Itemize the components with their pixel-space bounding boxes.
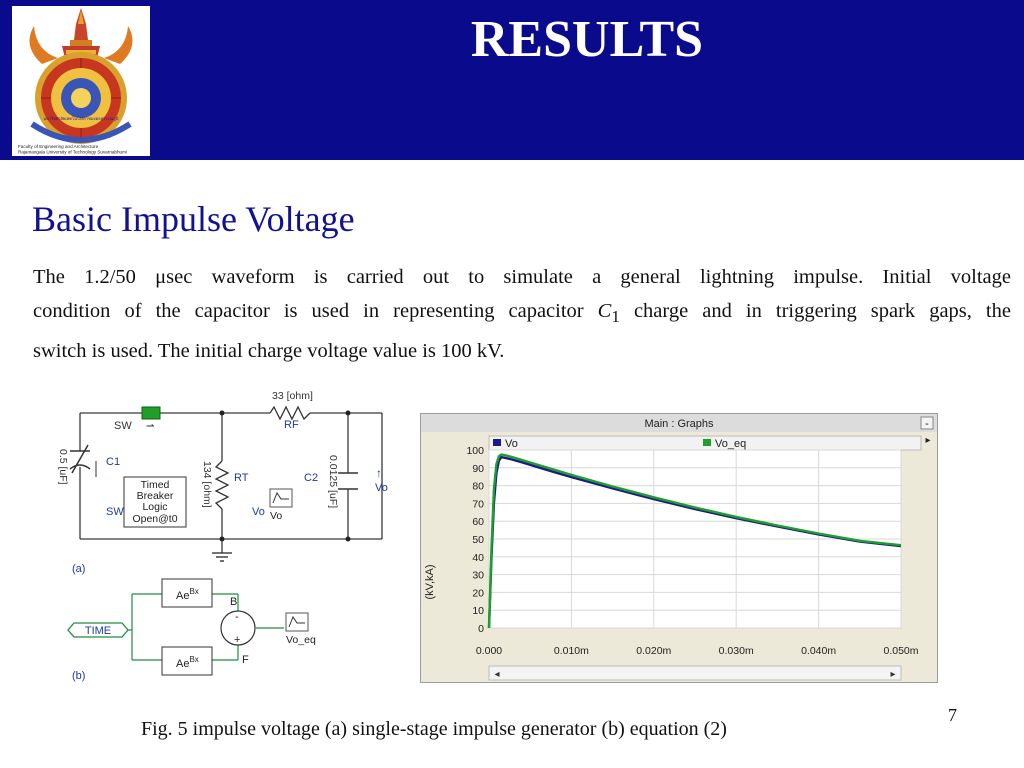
legend-label: Vo [505,438,518,450]
capacitor-symbol: C [597,300,612,322]
equation-wires [126,593,284,661]
switch-label: SW [114,420,132,432]
vo-probe-label: Vo [375,482,388,494]
meter-a-icon [269,488,293,508]
y-tick-label: 30 [472,570,484,582]
label-b: (b) [72,670,85,682]
scroll-left-icon[interactable]: ◂ [494,669,499,680]
sum-f-label: F [242,654,249,666]
c1-name: C1 [106,456,120,468]
y-tick-label: 10 [472,605,484,617]
func-block-top [161,578,213,608]
c1-value: 0.5 [uF] [57,449,69,485]
y-tick-label: 50 [472,534,484,546]
logo-caption-line1: Faculty of Engineering and Architecture [18,144,99,149]
body-line-1: The 1.2/50 μsec waveform is carried out … [33,266,1011,288]
c2-name: C2 [304,472,318,484]
body-line-2a: condition of the capacitor is used in re… [33,300,598,322]
logo-caption-line2: Rajamangala University of Technology Suv… [18,150,127,155]
body-line-2b: charge and in triggering spark gaps, the [619,300,1011,322]
y-tick-label: 70 [472,498,484,510]
func-bottom-label: AeBx [176,655,199,670]
func-block-bottom [161,646,213,676]
graph-title-bar [421,414,937,432]
graph-minimize-glyph: - [925,418,929,430]
time-label: TIME [85,625,111,637]
y-tick-label: 40 [472,552,484,564]
y-tick-label: 20 [472,587,484,599]
circuit-diagram: ⇀ SW 33 [ohm] RF 0.5 [uF] C1 Timed Break… [48,385,408,690]
time-block [67,622,129,638]
logic-line1: Timed [141,479,170,491]
x-tick-label: 0.040m [801,645,836,657]
section-heading: Basic Impulse Voltage [32,199,355,239]
meter-b-icon [285,612,309,632]
y-tick-label: 90 [472,463,484,475]
c2-value: 0.0125 [uF] [327,455,339,508]
ground-icon [212,552,232,562]
x-tick-label: 0.010m [554,645,589,657]
section-body: The 1.2/50 μsec waveform is carried out … [33,260,1011,368]
summing-junction-icon [220,610,256,646]
label-a: (a) [72,563,85,575]
logo-ring-text: มหาวิทยาลัยเทคโนโลยีราชมงคลสุวรรณภูมิ [43,116,118,122]
page-number: 7 [948,705,957,725]
legend-label: Vo_eq [715,438,746,450]
vo-probe-arrow-icon: ↑ [376,466,382,480]
meter-a-in: Vo [252,506,265,518]
y-tick-label: 0 [478,623,484,635]
body-line-2: condition of the capacitor is used in re… [33,294,1011,334]
meter-a-out: Vo [270,510,282,522]
rt-name: RT [234,472,249,484]
capacitor-subscript: 1 [611,307,620,327]
graph-scrollbar[interactable] [488,665,902,681]
switch-icon [141,406,161,420]
scroll-right-icon[interactable]: ▸ [890,669,895,680]
rt-resistor-icon [214,460,230,510]
rf-resistor-icon [269,405,311,421]
body-line-3: switch is used. The initial charge volta… [33,340,505,363]
logic-line4: Open@t0 [132,513,177,525]
func-top-label: AeBx [176,587,199,602]
c1-capacitor-icon [69,444,91,474]
slide-title: RESULTS [470,11,704,68]
sum-minus: - [235,611,239,623]
x-tick-label: 0.050m [883,645,918,657]
y-tick-label: 80 [472,481,484,493]
chart-series [487,453,902,629]
logic-sw-label: SW [106,506,124,518]
meter-b-out: Vo_eq [286,634,316,646]
legend-swatch [493,439,501,446]
header-bar: มหาวิทยาลัยเทคโนโลยีราชมงคลสุวรรณภูมิ Fa… [0,0,1024,160]
legend: Vo Vo_eq [493,438,746,450]
graph-minimize-button[interactable] [920,416,934,430]
figure-caption: Fig. 5 impulse voltage (a) single-stage … [141,718,727,740]
legend-swatch [703,439,711,446]
y-axis-label: (kV,kA) [424,564,436,599]
x-tick-label: 0.000 [476,645,502,657]
sum-plus: + [234,634,240,646]
graph-menu-arrow-icon[interactable]: ▸ [925,435,930,446]
c2-capacitor-icon [338,472,358,490]
y-tick-label: 100 [466,445,484,457]
logic-line3: Logic [142,501,167,513]
series-line-vo-eq [487,453,902,629]
rf-name: RF [284,419,299,431]
chart-ticks: 0.000 0.010m 0.020m 0.030m 0.040m 0.050m 0 10 20… [466,445,918,657]
rf-value: 33 [ohm] [272,390,313,402]
rt-value: 134 [ohm] [201,461,213,508]
y-tick-label: 60 [472,516,484,528]
sum-b-label: B [230,596,237,608]
chart-grid [488,449,902,629]
breaker-logic-box [123,476,187,528]
generator-circuit [79,412,383,553]
x-tick-label: 0.030m [719,645,754,657]
logic-line2: Breaker [137,490,174,502]
graph-title: Main : Graphs [644,418,714,430]
university-logo: มหาวิทยาลัยเทคโนโลยีราชมงคลสุวรรณภูมิ Fa… [12,6,150,156]
x-tick-label: 0.020m [636,645,671,657]
switch-arrow-icon: ⇀ [146,421,154,432]
